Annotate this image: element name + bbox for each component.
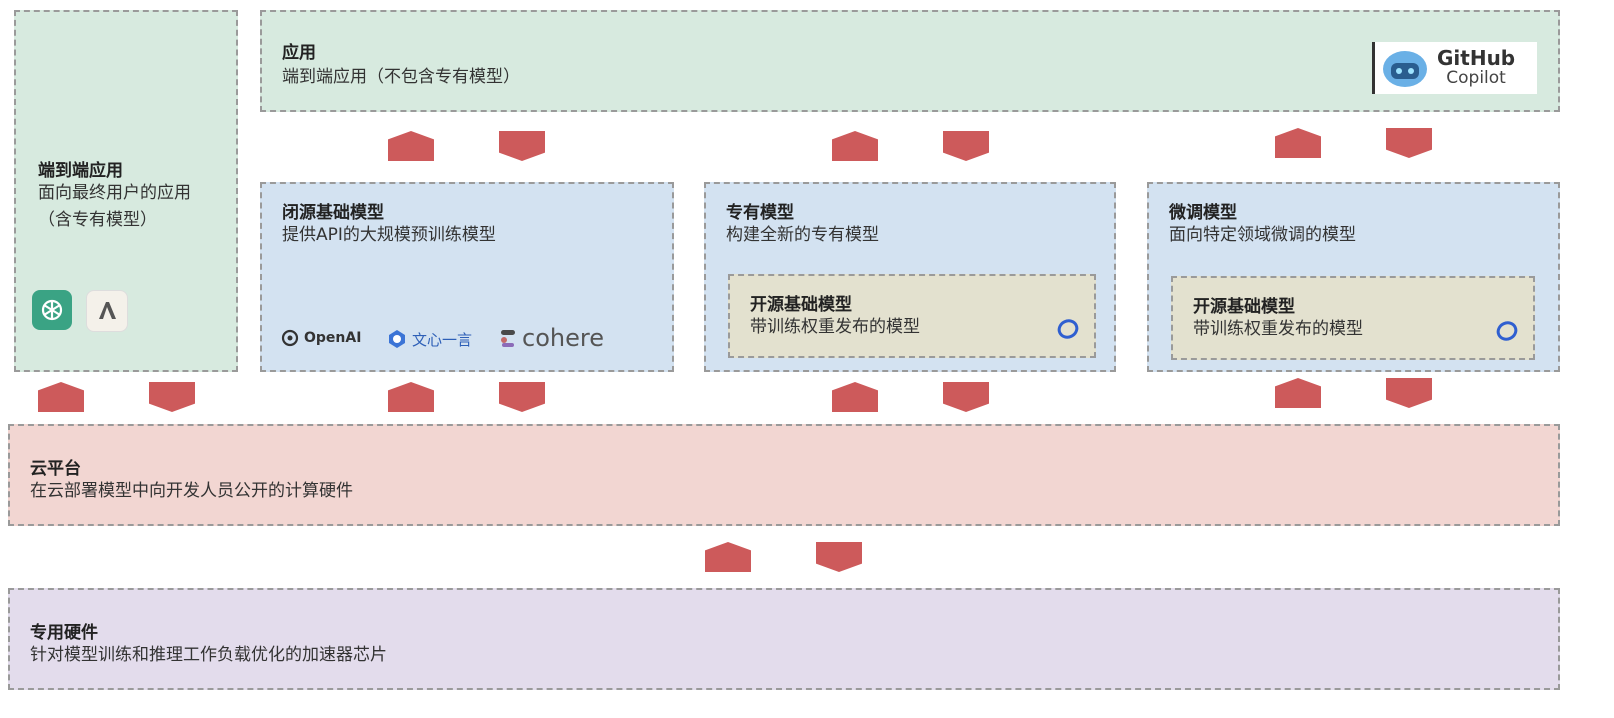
closed-model-desc: 提供API的大规模预训练模型	[282, 225, 496, 245]
copilot-label: Copilot	[1446, 68, 1506, 88]
finetune-title: 微调模型	[1169, 203, 1237, 223]
up-arrow	[832, 131, 878, 161]
openai-logo: OpenAI	[280, 328, 361, 348]
up-arrow	[388, 131, 434, 161]
wenxin-logo: 文心一言	[386, 328, 472, 350]
up-arrow	[705, 542, 751, 572]
wenxin-icon	[389, 330, 405, 348]
proprietary-desc: 构建全新的专有模型	[726, 225, 879, 245]
down-arrow	[499, 382, 545, 412]
cohere-logo: cohere	[500, 324, 604, 352]
cohere-icon	[501, 330, 515, 347]
down-arrow	[499, 131, 545, 161]
finetune-desc: 面向特定领域微调的模型	[1169, 225, 1356, 245]
hardware-box: 专用硬件 针对模型训练和推理工作负载优化的加速器芯片	[8, 588, 1560, 690]
github-label: GitHub	[1437, 46, 1516, 70]
openai-label: OpenAI	[304, 330, 362, 346]
up-arrow	[1275, 378, 1321, 408]
open-source-desc: 带训练权重发布的模型	[750, 317, 920, 337]
up-arrow	[388, 382, 434, 412]
end-to-end-title: 端到端应用	[38, 161, 123, 181]
proprietary-model-box: 专有模型 构建全新的专有模型 开源基础模型 带训练权重发布的模型	[704, 182, 1116, 372]
down-arrow	[943, 131, 989, 161]
hardware-desc: 针对模型训练和推理工作负载优化的加速器芯片	[30, 645, 387, 665]
end-to-end-app-box: 端到端应用 面向最终用户的应用（含专有模型）	[14, 10, 238, 372]
closed-model-box: 闭源基础模型 提供API的大规模预训练模型 OpenAI 文心一言 cohere	[260, 182, 674, 372]
claude-icon	[86, 290, 128, 332]
down-arrow	[1386, 378, 1432, 408]
down-arrow	[816, 542, 862, 572]
openai-icon	[281, 329, 299, 347]
proprietary-title: 专有模型	[726, 203, 794, 223]
chatgpt-icon	[32, 290, 72, 330]
app-desc: 端到端应用（不包含专有模型）	[282, 67, 520, 87]
up-arrow	[38, 382, 84, 412]
up-arrow	[832, 382, 878, 412]
closed-model-title: 闭源基础模型	[282, 203, 384, 223]
github-copilot-logo: GitHub Copilot	[1372, 42, 1537, 94]
app-title: 应用	[282, 43, 316, 63]
copilot-icon	[1383, 51, 1427, 87]
open-source-title: 开源基础模型	[750, 295, 852, 315]
wenxin-label: 文心一言	[412, 330, 473, 349]
down-arrow	[1386, 128, 1432, 158]
down-arrow	[943, 382, 989, 412]
cloud-title: 云平台	[30, 459, 81, 479]
cohere-label: cohere	[522, 324, 604, 352]
up-arrow	[1275, 128, 1321, 158]
open-source-model-box: 开源基础模型 带训练权重发布的模型	[1171, 276, 1535, 360]
hardware-title: 专用硬件	[30, 623, 98, 643]
open-source-title: 开源基础模型	[1193, 297, 1295, 317]
down-arrow	[149, 382, 195, 412]
app-box: 应用 端到端应用（不包含专有模型） GitHub Copilot	[260, 10, 1560, 112]
meta-icon	[1496, 321, 1518, 341]
meta-icon	[1057, 319, 1079, 339]
finetune-model-box: 微调模型 面向特定领域微调的模型 开源基础模型 带训练权重发布的模型	[1147, 182, 1560, 372]
cloud-platform-box: 云平台 在云部署模型中向开发人员公开的计算硬件	[8, 424, 1560, 526]
open-source-model-box: 开源基础模型 带训练权重发布的模型	[728, 274, 1096, 358]
cloud-desc: 在云部署模型中向开发人员公开的计算硬件	[30, 481, 353, 501]
open-source-desc: 带训练权重发布的模型	[1193, 319, 1363, 339]
end-to-end-desc: 面向最终用户的应用（含专有模型）	[38, 183, 191, 230]
